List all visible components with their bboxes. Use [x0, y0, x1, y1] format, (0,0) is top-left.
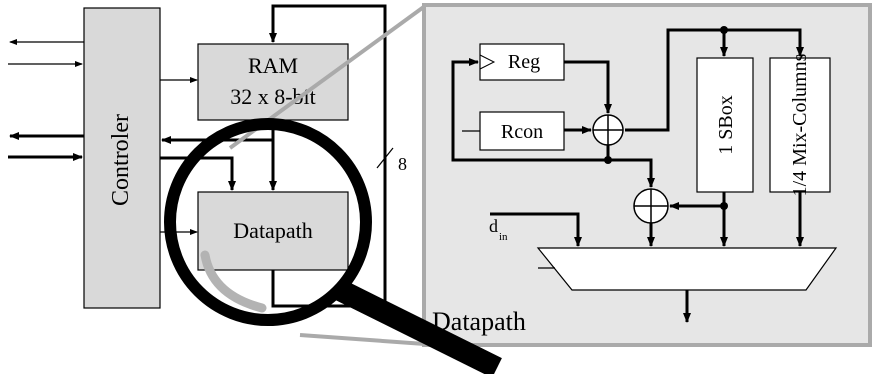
rcon-block [479, 111, 565, 151]
bus-junction-dot-top [720, 26, 728, 34]
datapath-wires [451, 28, 804, 247]
reg-label: Reg [508, 51, 540, 73]
mixcolumns-block [769, 57, 831, 193]
datapath-ram-bus [269, 4, 387, 308]
sbox-block [696, 57, 754, 193]
rcon-label: Rcon [501, 121, 543, 143]
controller-io-arrows [8, 39, 84, 161]
controller-block [83, 7, 161, 309]
zoom-panel-title: Datapath [432, 307, 526, 336]
magnifier-icon [164, 118, 502, 374]
mixcolumns-label: 1/4 Mix-Columns [789, 53, 811, 196]
din-subscript: in [499, 231, 508, 243]
xor-lower-icon [633, 188, 669, 224]
datapath-block [197, 191, 349, 271]
datapath-block-label: Datapath [233, 218, 312, 243]
reg-clock-mark [479, 54, 496, 70]
controller-to-datapath-control [160, 156, 236, 191]
controller-label: Controler [108, 114, 134, 206]
sbox-label: 1 SBox [715, 95, 737, 154]
bus-width-tick [376, 147, 394, 169]
bus-junction-dot-loop [604, 156, 612, 164]
bus-width-label: 8 [398, 154, 407, 174]
bus-junction-dot-sbox [720, 202, 728, 210]
output-multiplexer [536, 247, 838, 291]
xor-upper-icon [592, 114, 624, 146]
din-label: d [489, 216, 498, 236]
ram-label: RAM [248, 53, 298, 78]
